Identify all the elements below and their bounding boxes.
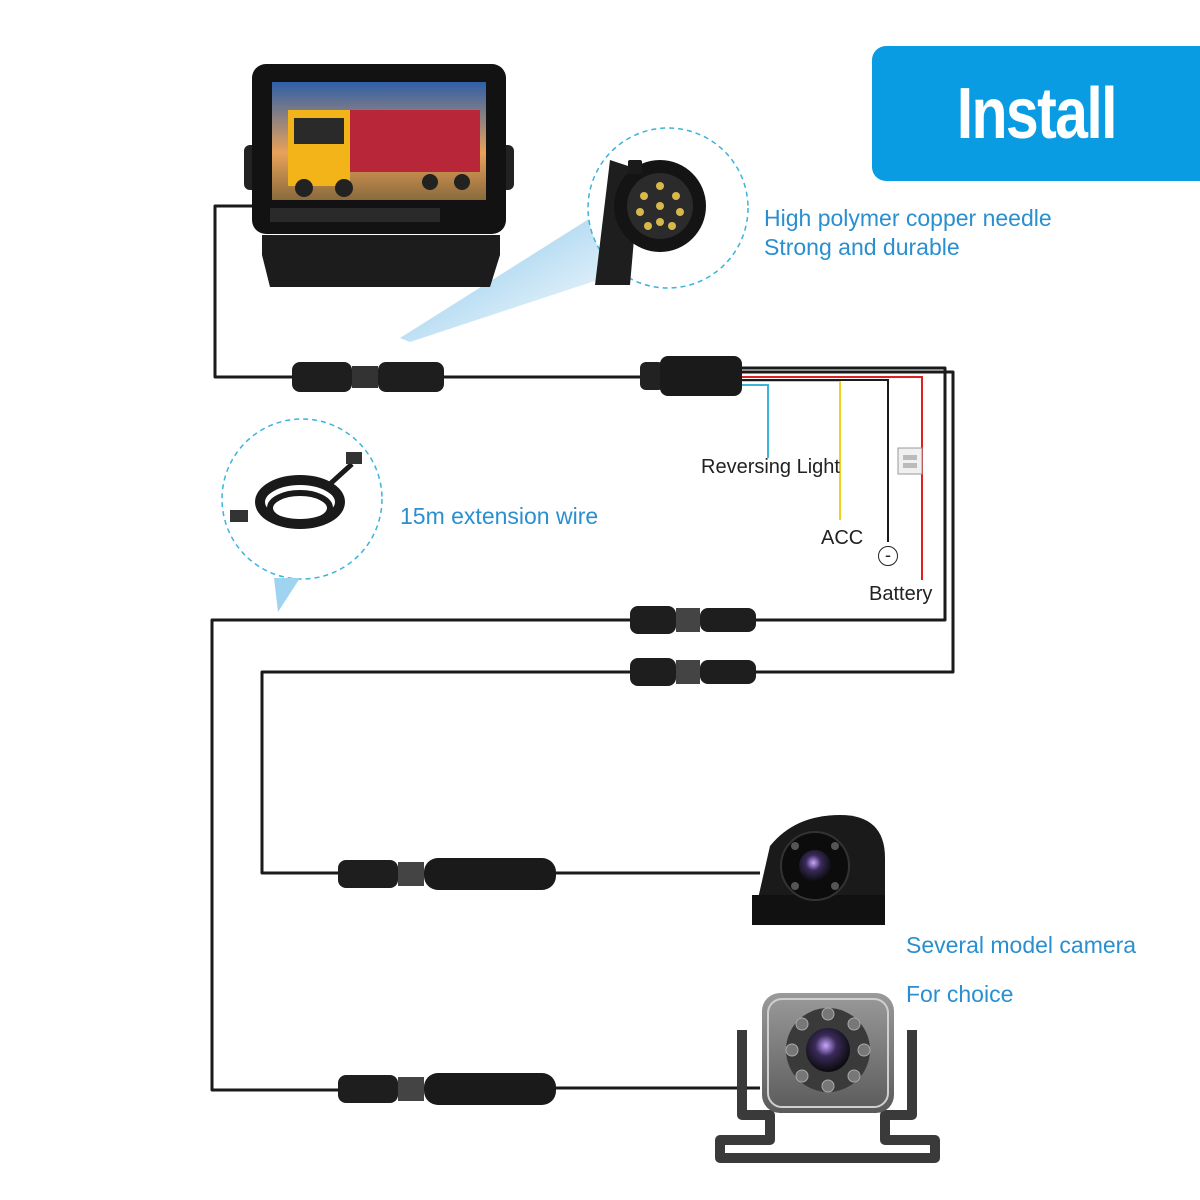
mount-camera-icon: [715, 993, 940, 1163]
battery-label: Battery: [869, 583, 933, 605]
camera-callout-line2: For choice: [906, 981, 1014, 1007]
extension-cable-coil-icon: [230, 452, 362, 529]
extension-callout-pointer: [274, 578, 300, 612]
camera1-cable: [260, 670, 640, 875]
acc-label: ACC: [821, 527, 864, 549]
extension-callout-circle: [221, 418, 383, 580]
ext-connector-2: [630, 658, 756, 686]
reversing-light-label: Reversing Light: [701, 456, 840, 478]
aviation-connector-icon: [595, 160, 706, 285]
ext-connector-1: [630, 606, 756, 634]
extension-callout-label: 15m extension wire: [400, 503, 599, 529]
camera-callout-line1: Several model camera: [906, 932, 1137, 958]
install-banner: Install: [872, 46, 1200, 181]
battery-wire: [740, 376, 923, 580]
negative-symbol: -: [878, 546, 898, 566]
camera2-cable: [210, 618, 640, 1092]
power-hub: [640, 356, 742, 396]
acc-wire: [740, 380, 841, 520]
monitor-plug-connector: [292, 362, 444, 392]
connector-callout-line1: High polymer copper needle: [764, 205, 1052, 231]
side-camera-icon: [752, 815, 885, 925]
monitor-icon: [244, 64, 514, 287]
hub-to-ext1: [700, 366, 947, 622]
magnify-beam: [400, 212, 622, 342]
camera1-connector: [338, 858, 556, 890]
connector-callout-line2: Strong and durable: [764, 234, 960, 260]
ground-wire: [740, 379, 889, 542]
hub-to-ext2: [700, 370, 955, 674]
install-title: Install: [956, 73, 1118, 154]
fuse-holder-icon: [897, 447, 923, 475]
camera2-connector: [338, 1073, 556, 1105]
reversing-wire: [740, 384, 769, 458]
